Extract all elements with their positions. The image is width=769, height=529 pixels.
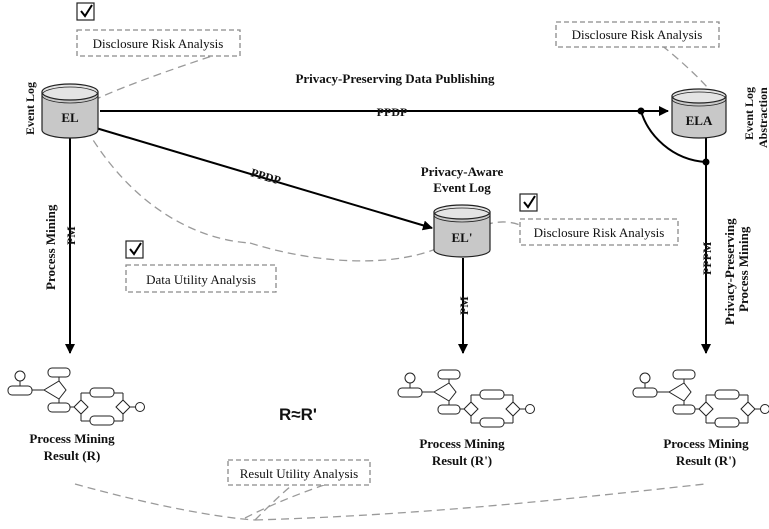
checkbox-icon (76, 2, 95, 21)
event-log-database: EL (41, 83, 99, 139)
risk-link-right (659, 43, 716, 97)
ela-side-label-1: Event Log (742, 87, 756, 140)
process-mining-side-label: Process Mining (43, 204, 58, 290)
disclosure-risk-label-center: Disclosure Risk Analysis (534, 225, 665, 240)
pm-label-left: PM (64, 226, 78, 245)
result-left-line2: Result (R) (44, 448, 101, 463)
disclosure-risk-label-left: Disclosure Risk Analysis (93, 36, 224, 51)
data-utility-box: Data Utility Analysis (125, 264, 277, 293)
process-model-right (632, 369, 769, 428)
disclosure-risk-box-center: Disclosure Risk Analysis (519, 218, 679, 246)
result-right-line1: Process Mining (663, 436, 749, 451)
pppm-label: PPPM (700, 242, 714, 275)
ela-side-label-2: Abstraction (756, 87, 769, 148)
privacy-aware-title-2: Event Log (433, 180, 491, 195)
checkbox-icon (519, 193, 538, 212)
ppdp-label-top: PPDP (377, 105, 408, 119)
data-utility-link-el (79, 117, 251, 244)
result-center-line2: Result (R') (432, 453, 492, 468)
disclosure-risk-label-right: Disclosure Risk Analysis (572, 27, 703, 42)
el-label: EL (61, 110, 79, 125)
pm-label-center: PM (457, 296, 471, 315)
process-model-center (397, 369, 535, 428)
ppdp-label-diagonal: PPDP (249, 165, 282, 187)
disclosure-risk-box-right: Disclosure Risk Analysis (555, 21, 720, 48)
disclosure-risk-box-left: Disclosure Risk Analysis (76, 29, 241, 57)
junction-dot-right (702, 158, 710, 166)
result-right-line2: Result (R') (676, 453, 736, 468)
result-left-line1: Process Mining (29, 431, 115, 446)
event-log-side-label: Event Log (23, 82, 37, 135)
checkbox-icon (125, 240, 144, 259)
abstraction-loop (640, 110, 707, 163)
result-utility-link-right (254, 483, 706, 521)
pppm-side-label-1: Privacy-Preserving (722, 218, 737, 325)
ela-database: ELA (671, 88, 727, 139)
result-center-line1: Process Mining (419, 436, 505, 451)
top-flow-label: Privacy-Preserving Data Publishing (295, 71, 495, 86)
result-utility-label: Result Utility Analysis (240, 466, 358, 481)
junction-dot-top (637, 107, 645, 115)
result-utility-box: Result Utility Analysis (227, 459, 371, 486)
ppdp-arrow-diagonal (95, 127, 433, 231)
el-prime-label: EL' (452, 230, 473, 245)
result-utility-link-left (74, 483, 256, 521)
privacy-aware-database: EL' (433, 204, 491, 258)
privacy-aware-title-1: Privacy-Aware (421, 164, 504, 179)
data-utility-label: Data Utility Analysis (146, 272, 256, 287)
ela-label: ELA (686, 113, 713, 128)
process-model-left (7, 367, 145, 426)
pppm-side-label-2: Process Mining (736, 226, 751, 312)
equivalence-label: R≈R' (279, 405, 317, 424)
data-utility-link-elprime (249, 241, 451, 262)
